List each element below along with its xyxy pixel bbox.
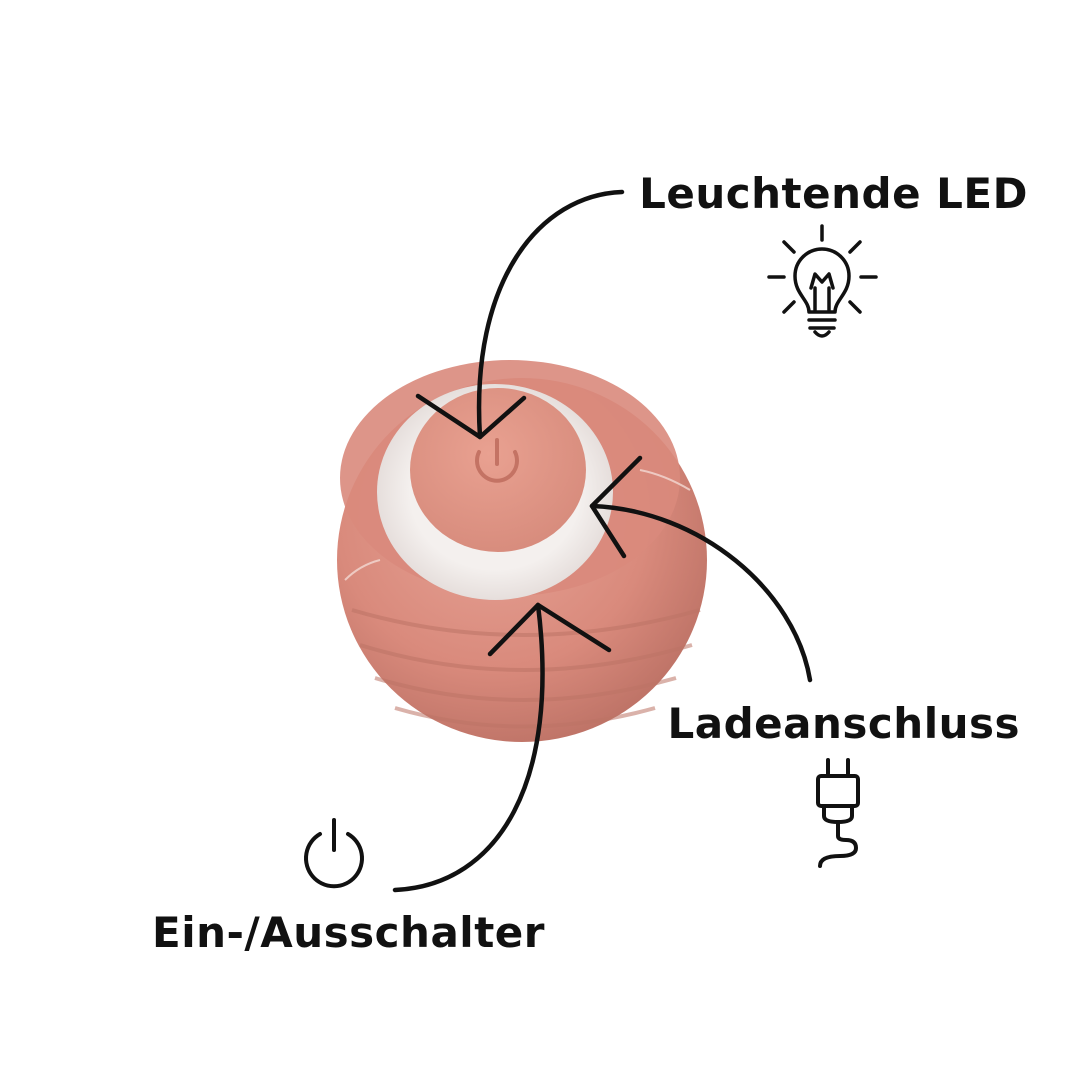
power-icon bbox=[304, 818, 364, 889]
led-arrow bbox=[415, 189, 625, 440]
power-switch-label: Ein-/Ausschalter bbox=[152, 908, 545, 957]
charging-port-arrow bbox=[589, 455, 813, 683]
light-bulb-icon bbox=[767, 224, 878, 338]
power-button-cap bbox=[410, 388, 586, 552]
ball-grooves bbox=[351, 608, 701, 729]
charging-port-label: Ladeanschluss bbox=[667, 699, 1020, 748]
power-switch-arrow bbox=[392, 602, 612, 893]
plug-icon bbox=[816, 758, 860, 868]
embossed-power-icon bbox=[475, 438, 519, 483]
led-label: Leuchtende LED bbox=[639, 169, 1028, 218]
